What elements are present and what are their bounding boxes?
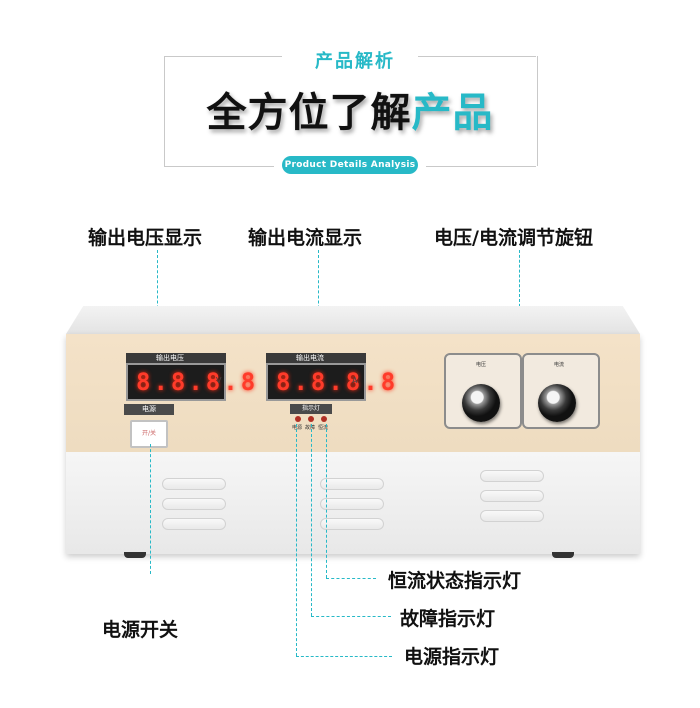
power-switch-button[interactable]: 开/关 xyxy=(130,420,168,448)
current-reading: 8.8.8.8 xyxy=(276,368,399,396)
header-title: 全方位了解产品 xyxy=(180,80,520,138)
cc-led xyxy=(321,416,327,422)
header-frame xyxy=(164,56,538,166)
vent-slot xyxy=(162,498,226,510)
header-top-line-right xyxy=(418,56,536,57)
header-pill: Product Details Analysis xyxy=(282,156,418,174)
leader-cc-horizontal xyxy=(326,578,376,579)
voltage-knob[interactable] xyxy=(462,384,500,422)
vent-slot xyxy=(320,498,384,510)
fault-led xyxy=(308,416,314,422)
callout-fault-indicator: 故障指示灯 xyxy=(400,608,496,630)
power-switch-label: 电源 xyxy=(124,404,174,415)
voltage-knob-label: 电压 xyxy=(476,362,487,368)
leader-knob-vertical xyxy=(519,250,520,346)
callout-voltage-display: 输出电压显示 xyxy=(88,227,203,249)
header-top-line-left xyxy=(164,56,282,57)
leader-power-led-vertical xyxy=(296,424,297,656)
leader-power-led-horizontal xyxy=(296,656,392,657)
current-unit: A xyxy=(352,376,358,385)
callout-cc-indicator: 恒流状态指示灯 xyxy=(388,570,522,592)
power-led xyxy=(295,416,301,422)
header-bottom-line-right xyxy=(426,166,536,167)
device-top-cover xyxy=(66,306,640,334)
device-foot-right xyxy=(552,552,574,558)
leader-voltage xyxy=(157,250,158,354)
voltage-unit: V xyxy=(216,376,222,385)
voltage-reading: 8.8.8.8 xyxy=(136,368,259,396)
vent-slot xyxy=(480,490,544,502)
callout-power-indicator: 电源指示灯 xyxy=(404,646,500,668)
current-display: 8.8.8.8 xyxy=(266,363,395,401)
cc-led-text: 恒流 xyxy=(318,425,329,431)
leader-fault-horizontal xyxy=(311,616,391,617)
leader-power-switch xyxy=(150,444,151,574)
power-led-text: 电源 xyxy=(292,425,303,431)
vent-slot xyxy=(320,518,384,530)
header-title-main: 全方位了解 xyxy=(206,90,412,136)
header-title-accent: 产品 xyxy=(411,90,494,136)
indicator-label: 指示灯 xyxy=(290,404,332,414)
callout-current-display: 输出电流显示 xyxy=(248,227,363,249)
vent-slot xyxy=(480,470,544,482)
fault-led-text: 故障 xyxy=(305,425,316,431)
current-knob-label: 电流 xyxy=(554,362,565,368)
header-subtitle: 产品解析 xyxy=(315,51,395,72)
current-knob[interactable] xyxy=(538,384,576,422)
vent-slot xyxy=(320,478,384,490)
vent-slot xyxy=(162,478,226,490)
header-bottom-line-left xyxy=(164,166,274,167)
current-display-label: 输出电流 xyxy=(266,353,366,363)
leader-cc-vertical xyxy=(326,424,327,578)
vent-slot xyxy=(162,518,226,530)
callout-power-switch: 电源开关 xyxy=(102,619,179,641)
leader-current xyxy=(318,250,319,354)
vent-slot xyxy=(480,510,544,522)
voltage-display-label: 输出电压 xyxy=(126,353,226,363)
device-foot-left xyxy=(124,552,146,558)
voltage-display: 8.8.8.8 xyxy=(126,363,255,401)
leader-fault-vertical xyxy=(311,424,312,616)
callout-knob: 电压/电流调节旋钮 xyxy=(434,227,593,249)
